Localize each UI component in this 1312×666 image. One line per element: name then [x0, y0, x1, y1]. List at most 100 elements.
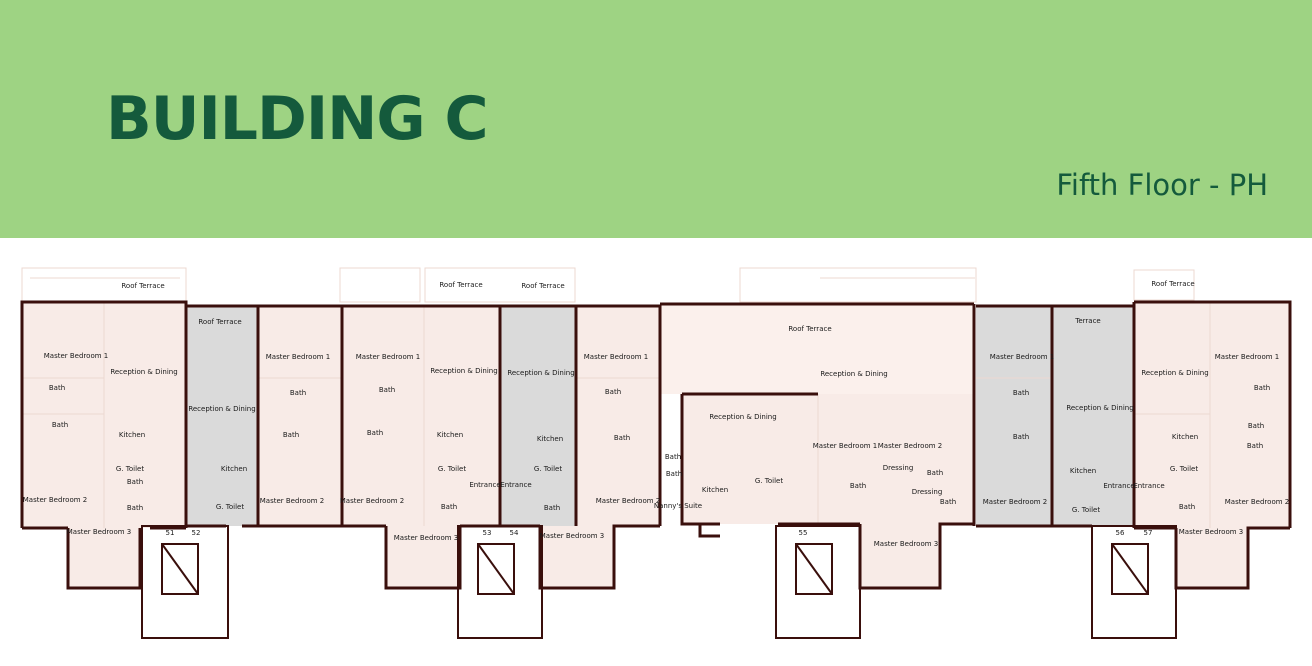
room-label: G. Toilet: [216, 503, 244, 511]
unit-56-bedrooms-area: [976, 306, 1052, 526]
room-label: Roof Terrace: [788, 325, 831, 333]
stair-cores: [141, 525, 1177, 639]
room-label: Master Bedroom 2: [596, 497, 660, 505]
room-label: Reception & Dining: [820, 370, 887, 378]
room-label: Master Bedroom 1: [356, 353, 420, 361]
unit-54-area: [500, 306, 576, 526]
room-label: Kitchen: [702, 486, 728, 494]
unit-52-bedrooms-area: [258, 306, 342, 526]
room-label: Entrance: [469, 481, 500, 489]
room-label: Master Bedroom 3: [67, 528, 131, 536]
room-labels: Roof Terrace Roof Terrace Roof Terrace R…: [23, 280, 1289, 548]
room-label: Master Bedroom 3: [874, 540, 938, 548]
unit-53-bedroom3-area: [386, 526, 460, 588]
unit-54-bedrooms-area: [576, 306, 660, 526]
room-label: Master Bedroom 2: [878, 442, 942, 450]
room-label: Dressing: [883, 464, 914, 472]
room-label: Bath: [1013, 433, 1029, 441]
unit-number: 53: [483, 529, 492, 537]
stair-core-55: [775, 525, 861, 639]
room-label: Bath: [666, 470, 682, 478]
room-label: Kitchen: [221, 465, 247, 473]
room-label: Dressing: [912, 488, 943, 496]
unit-number: 54: [510, 529, 519, 537]
room-label: Bath: [1013, 389, 1029, 397]
floor-plan: Roof Terrace Roof Terrace Roof Terrace R…: [20, 267, 1292, 639]
room-label: G. Toilet: [534, 465, 562, 473]
room-label: G. Toilet: [1072, 506, 1100, 514]
unit-number: 56: [1116, 529, 1125, 537]
stair-core-51-52: [141, 525, 229, 639]
room-label: Entrance: [1103, 482, 1134, 490]
room-label: Master Bedroom 1: [990, 353, 1054, 361]
room-label: Master Bedroom 2: [983, 498, 1047, 506]
unit-55-area: [682, 394, 974, 524]
unit-54-bedroom3-area: [540, 526, 614, 588]
room-label: Bath: [665, 453, 681, 461]
room-label: Master Bedroom 1: [266, 353, 330, 361]
unit-51-bedroom3-area: [68, 526, 140, 588]
room-label: Entrance: [500, 481, 531, 489]
room-label: Reception & Dining: [430, 367, 497, 375]
room-label: Bath: [441, 503, 457, 511]
room-label: Bath: [927, 469, 943, 477]
room-label: Master Bedroom 1: [1215, 353, 1279, 361]
room-label: G. Toilet: [755, 477, 783, 485]
room-label: Kitchen: [437, 431, 463, 439]
unit-52-area: [186, 306, 258, 526]
room-label: G. Toilet: [1170, 465, 1198, 473]
room-label: Roof Terrace: [198, 318, 241, 326]
room-label: Reception & Dining: [1141, 369, 1208, 377]
stair-core-53-54: [457, 525, 543, 639]
room-label: Bath: [605, 388, 621, 396]
room-label: Master Bedroom 3: [394, 534, 458, 542]
room-label: Master Bedroom 2: [23, 496, 87, 504]
unit-57-bedroom3-area: [1176, 526, 1248, 588]
room-label: Bath: [544, 504, 560, 512]
room-label: Roof Terrace: [1151, 280, 1194, 288]
room-label: Nanny's Suite: [654, 502, 702, 510]
room-label: Master Bedroom 3: [540, 532, 604, 540]
unit-number: 51: [166, 529, 175, 537]
room-label: Bath: [367, 429, 383, 437]
room-label: Bath: [49, 384, 65, 392]
room-label: Bath: [290, 389, 306, 397]
unit-number: 52: [192, 529, 201, 537]
building-title: BUILDING C: [106, 84, 489, 154]
room-label: Bath: [940, 498, 956, 506]
room-label: Reception & Dining: [110, 368, 177, 376]
unit-57-area: [1134, 302, 1290, 528]
interior-partitions: [22, 302, 1211, 528]
room-label: Kitchen: [1070, 467, 1096, 475]
room-label: Master Bedroom 2: [1225, 498, 1289, 506]
room-label: Bath: [614, 434, 630, 442]
room-label: Bath: [1248, 422, 1264, 430]
room-label: Bath: [379, 386, 395, 394]
room-label: Master Bedroom 1: [813, 442, 877, 450]
room-label: Kitchen: [1172, 433, 1198, 441]
room-label: Reception & Dining: [1066, 404, 1133, 412]
unit-53-area: [342, 306, 500, 526]
room-label: Bath: [1254, 384, 1270, 392]
room-label: Kitchen: [119, 431, 145, 439]
room-label: Master Bedroom 2: [340, 497, 404, 505]
room-label: Bath: [127, 478, 143, 486]
stair-core-56-57: [1091, 525, 1177, 639]
room-label: Reception & Dining: [709, 413, 776, 421]
header-banner: BUILDING C Fifth Floor - PH: [0, 0, 1312, 238]
unit-number: 55: [799, 529, 808, 537]
room-label: Roof Terrace: [439, 281, 482, 289]
room-label: Bath: [1247, 442, 1263, 450]
room-label: Bath: [1179, 503, 1195, 511]
unit-number: 57: [1144, 529, 1153, 537]
room-label: Kitchen: [537, 435, 563, 443]
room-label: Entrance: [1133, 482, 1164, 490]
room-label: Master Bedroom 2: [260, 497, 324, 505]
room-label: G. Toilet: [438, 465, 466, 473]
room-label: Master Bedroom 1: [44, 352, 108, 360]
room-label: Bath: [850, 482, 866, 490]
room-label: Reception & Dining: [507, 369, 574, 377]
room-label: Terrace: [1074, 317, 1100, 325]
room-label: Reception & Dining: [188, 405, 255, 413]
room-label: Bath: [52, 421, 68, 429]
